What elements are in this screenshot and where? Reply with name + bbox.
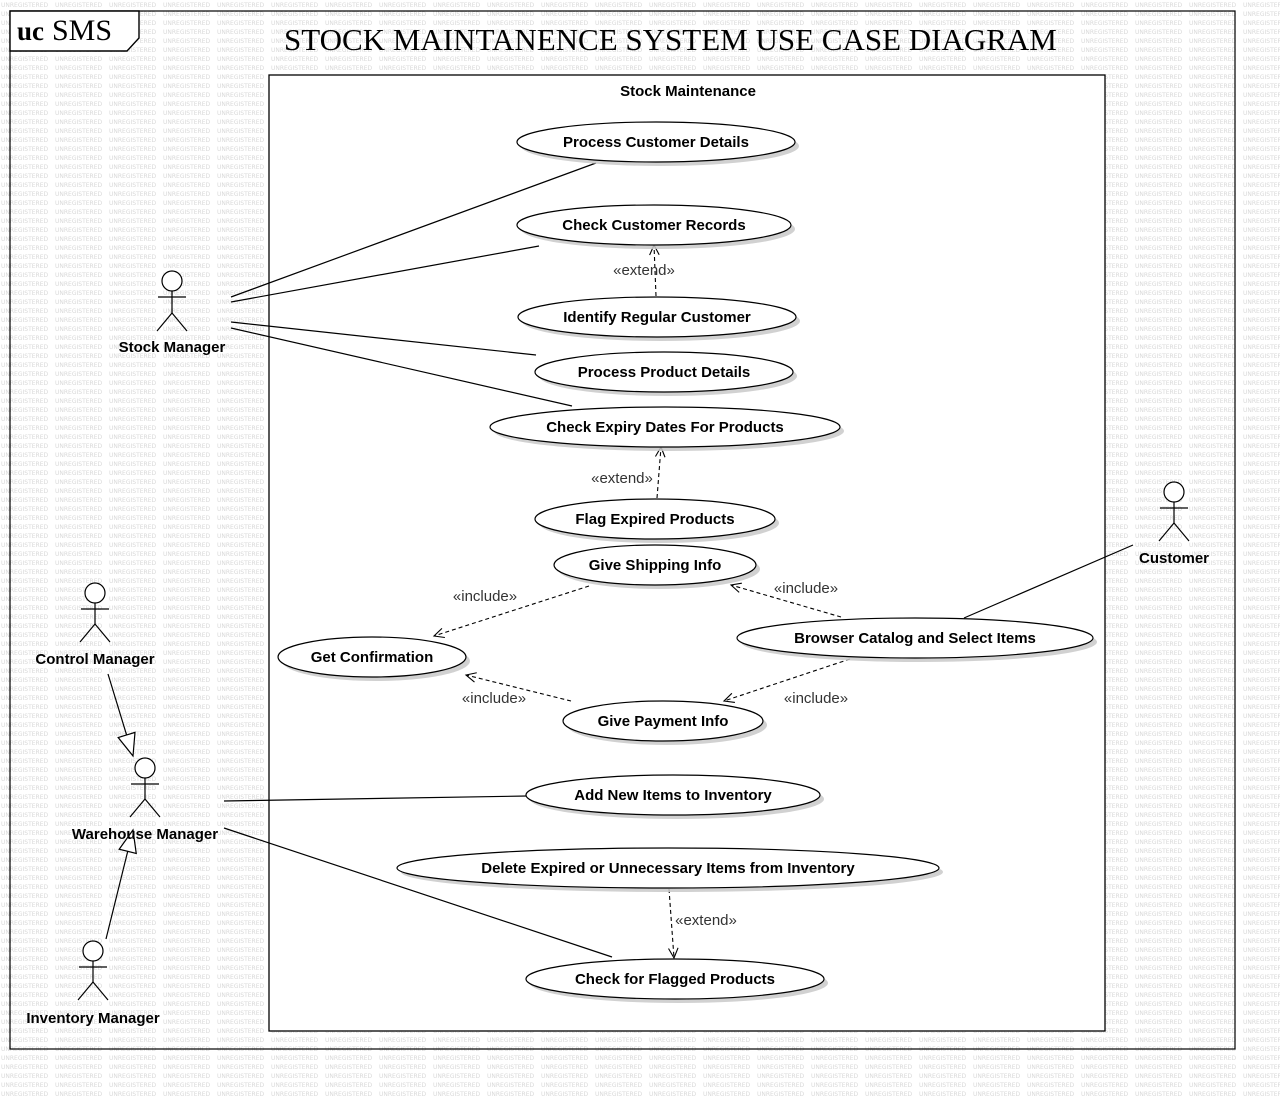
dependency-line (723, 658, 851, 702)
use-case[interactable]: Add New Items to Inventory (525, 774, 824, 819)
use-case-label: Add New Items to Inventory (574, 787, 772, 804)
association-line (230, 162, 597, 298)
use-case-label: Check Customer Records (562, 217, 745, 234)
dependency-stereotype: «extend» (613, 262, 675, 279)
use-case[interactable]: Check for Flagged Products (525, 958, 828, 1003)
actor-head-icon (1163, 481, 1185, 503)
use-case-label: Flag Expired Products (575, 511, 734, 528)
use-case-label: Get Confirmation (311, 649, 434, 666)
use-case[interactable]: Flag Expired Products (534, 498, 779, 543)
dependency-connector: «include» (722, 658, 851, 707)
use-case[interactable]: Process Product Details (534, 351, 797, 396)
actor-label: Customer (1139, 550, 1209, 567)
dependency-line (653, 244, 657, 297)
generalization-line (105, 851, 129, 940)
actor-head-icon (161, 270, 183, 292)
diagram-title: STOCK MAINTANENCE SYSTEM USE CASE DIAGRA… (284, 22, 1057, 57)
dependency-stereotype: «include» (453, 588, 517, 605)
dependency-line (730, 584, 842, 618)
dependency-stereotype: «extend» (591, 470, 653, 487)
dependency-line (668, 888, 675, 959)
generalization-line (107, 673, 128, 736)
dependency-line (433, 585, 590, 637)
dependency-connector: «include» (729, 580, 842, 618)
use-case[interactable]: Give Shipping Info (553, 544, 760, 589)
diagram-frame (9, 10, 1236, 1050)
association-line (230, 245, 540, 303)
actor-label: Control Manager (35, 651, 154, 668)
use-case[interactable]: Get Confirmation (277, 636, 470, 681)
frame-name: SMS (52, 14, 112, 47)
dependency-connector: «extend» (591, 445, 666, 499)
actor-label: Inventory Manager (26, 1010, 160, 1027)
dependency-connector: «include» (462, 672, 572, 707)
actor-head-icon (84, 582, 106, 604)
actor-label: Warehouse Manager (72, 826, 218, 843)
frame-keyword: uc (17, 16, 44, 46)
dependency-line (656, 446, 662, 499)
use-case-label: Identify Regular Customer (563, 309, 751, 326)
system-boundary-label: Stock Maintenance (620, 83, 756, 100)
use-case-label: Delete Expired or Unnecessary Items from… (481, 860, 855, 877)
use-case[interactable]: Process Customer Details (516, 121, 799, 166)
dependency-connector: «extend» (668, 888, 737, 960)
use-case-label: Browser Catalog and Select Items (794, 630, 1036, 647)
association-line (230, 321, 537, 356)
actor[interactable]: Warehouse Manager (72, 757, 218, 843)
dependency-stereotype: «include» (774, 580, 838, 597)
open-arrowhead-icon (464, 672, 477, 683)
actor[interactable]: Customer (1139, 481, 1209, 567)
use-case[interactable]: Identify Regular Customer (517, 296, 800, 341)
frame-name-tab (9, 10, 140, 52)
use-case-label: Give Shipping Info (589, 557, 722, 574)
actor-head-icon (134, 757, 156, 779)
use-case-label: Check Expiry Dates For Products (546, 419, 784, 436)
use-case[interactable]: Check Expiry Dates For Products (489, 406, 844, 451)
open-arrowhead-icon (729, 582, 742, 593)
hollow-triangle-arrowhead-icon (118, 828, 137, 855)
generalization-connector (105, 828, 137, 940)
dependency-stereotype: «include» (462, 690, 526, 707)
association-line (230, 327, 573, 407)
actor[interactable]: Stock Manager (119, 270, 226, 356)
actor[interactable]: Control Manager (35, 582, 155, 668)
use-case[interactable]: Browser Catalog and Select Items (736, 617, 1097, 662)
open-arrowhead-icon (722, 692, 735, 703)
actor-label: Stock Manager (119, 339, 226, 356)
use-case[interactable]: Delete Expired or Unnecessary Items from… (396, 847, 943, 892)
dependency-connector: «include» (432, 585, 590, 639)
use-case[interactable]: Check Customer Records (516, 204, 795, 249)
actor[interactable]: Inventory Manager (26, 940, 160, 1027)
use-case-label: Process Product Details (578, 364, 751, 381)
dependency-stereotype: «include» (784, 690, 848, 707)
association-line (963, 544, 1134, 619)
hollow-triangle-arrowhead-icon (117, 731, 136, 758)
use-case[interactable]: Give Payment Info (562, 700, 767, 745)
association-line (223, 795, 528, 802)
open-arrowhead-icon (668, 947, 679, 960)
association-line (223, 827, 613, 958)
use-case-label: Process Customer Details (563, 134, 749, 151)
dependency-stereotype: «extend» (675, 912, 737, 929)
use-case-label: Check for Flagged Products (575, 971, 775, 988)
open-arrowhead-icon (432, 628, 445, 639)
generalization-connector (107, 673, 136, 758)
use-case-label: Give Payment Info (598, 713, 729, 730)
actor-head-icon (82, 940, 104, 962)
